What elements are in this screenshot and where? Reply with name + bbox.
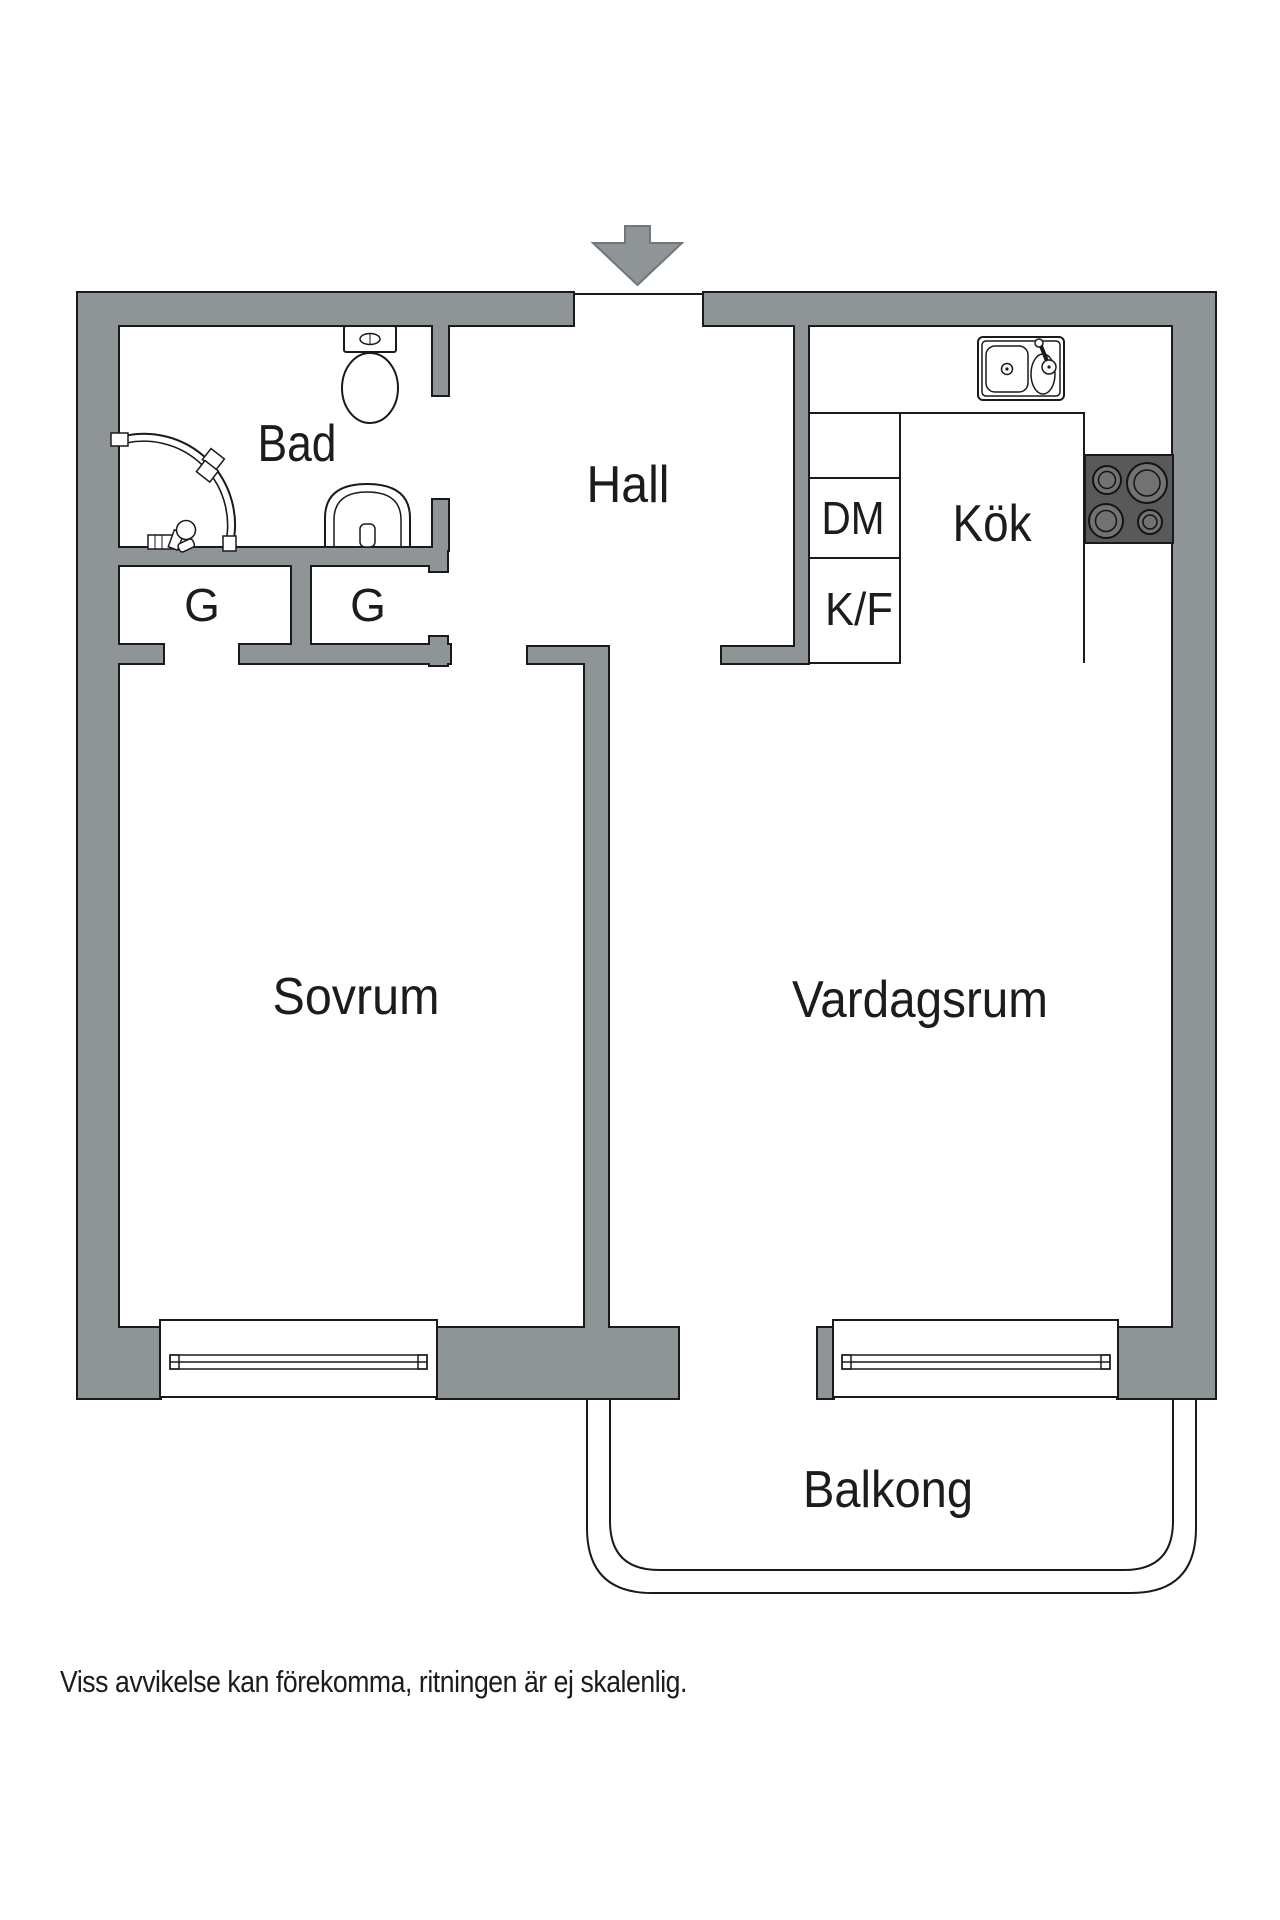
shower-door [110,432,237,552]
disclaimer-text: Viss avvikelse kan förekomma, ritningen … [60,1664,687,1699]
bedroom-window [159,1319,438,1398]
kitchen-sink [977,336,1065,401]
room-label-bad: Bad [258,415,337,473]
entrance-arrow-icon [590,225,685,287]
room-label-sovrum: Sovrum [273,968,440,1026]
closet-label-g2: G [350,579,386,631]
balcony-railing [586,1398,1197,1594]
closet-label-g1: G [184,579,220,631]
room-label-balkong: Balkong [803,1461,973,1519]
room-label-vardagsrum: Vardagsrum [792,971,1048,1029]
room-label-kok: Kök [953,495,1033,553]
shower-mixer [147,519,197,553]
washbasin [324,482,411,548]
appliance-label-dm: DM [822,492,885,544]
appliance-label-kf: K/F [825,583,893,635]
toilet [341,325,399,424]
room-label-hall: Hall [587,456,670,514]
kitchen-counter [808,412,1085,664]
stove [1084,454,1174,544]
livingroom-window [832,1319,1119,1398]
